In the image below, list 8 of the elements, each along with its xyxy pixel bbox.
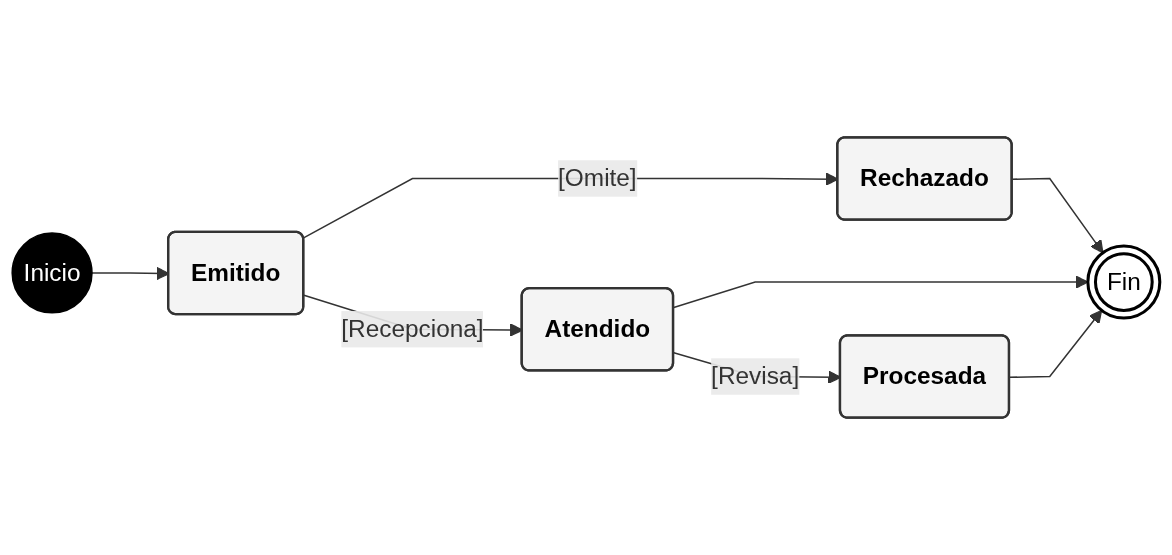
node-circle: Inicio [11,232,93,314]
arrow [1009,309,1103,379]
node-circle: Fin [1086,244,1162,320]
arrow [673,275,1089,309]
edge-label: [Revisa] [711,362,800,389]
arrow [1011,177,1104,254]
edge-label: [Recepciona] [341,315,484,342]
edge-label: [Omite] [558,164,637,191]
